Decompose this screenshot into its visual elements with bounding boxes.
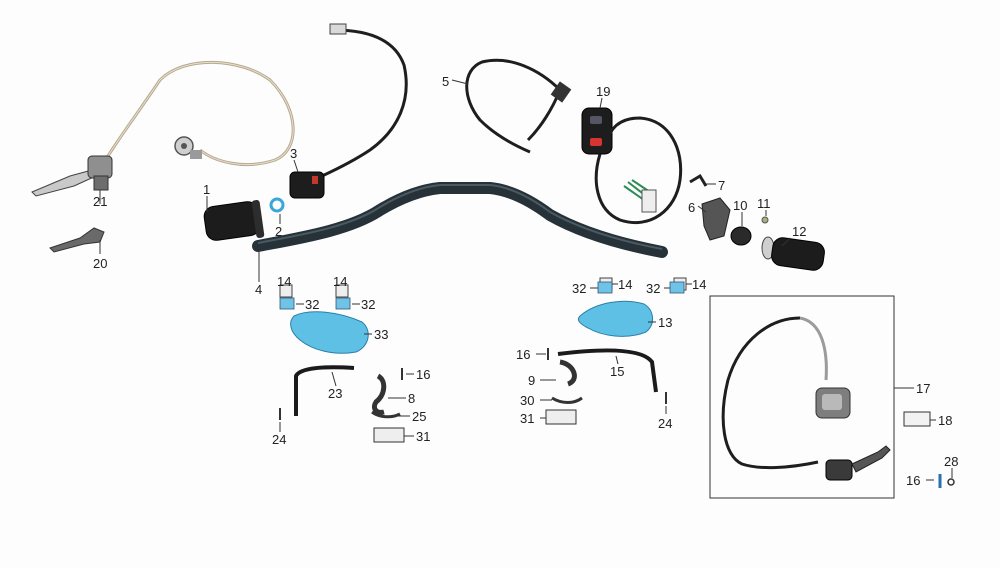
part-labels: 1 2 3 4 5 19 7 6 10 11 12 21 20 14 14 32… — [93, 74, 958, 488]
right-clamp-31 — [545, 409, 577, 425]
part-label: 30 — [520, 393, 534, 408]
harness-connector-top — [329, 23, 347, 35]
connector-part-7 — [689, 173, 708, 187]
part-label: 5 — [442, 74, 449, 89]
part-label: 4 — [255, 282, 262, 297]
spacer-32-d — [669, 281, 685, 294]
spacer-32-a — [279, 297, 295, 310]
part-label: 20 — [93, 256, 107, 271]
left-clamp-25 — [371, 410, 401, 419]
brake-hose-silver — [799, 316, 828, 381]
harness-connector-white — [641, 189, 657, 213]
part-label: 8 — [408, 391, 415, 406]
part-label: 24 — [272, 432, 286, 447]
part-label: 14 — [277, 274, 291, 289]
part-label: 6 — [688, 200, 695, 215]
left-handguard-bar — [294, 365, 355, 416]
brake-hose — [721, 316, 819, 470]
part-label: 32 — [305, 297, 319, 312]
part-label: 16 — [416, 367, 430, 382]
right-handguard-bar — [557, 348, 658, 393]
spacer-32-b — [335, 297, 351, 310]
washer — [269, 197, 285, 213]
subassembly-box — [709, 295, 895, 499]
part-label: 21 — [93, 194, 107, 209]
washer-28 — [947, 478, 955, 486]
part-label: 32 — [646, 281, 660, 296]
part-label: 32 — [361, 297, 375, 312]
clamp-part-14-a — [279, 284, 293, 298]
harness-part-5 — [465, 58, 562, 154]
part-label: 3 — [290, 146, 297, 161]
right-handguard-shell — [577, 300, 653, 337]
part-label: 32 — [572, 281, 586, 296]
left-bracket-8 — [371, 373, 387, 415]
left-switch-housing — [289, 171, 325, 199]
part-label: 9 — [528, 373, 535, 388]
lever-part-20 — [49, 227, 105, 253]
part-label: 16 — [906, 473, 920, 488]
switch-harness — [321, 28, 408, 178]
handlebar-highlight — [257, 184, 663, 250]
left-grip-flange — [251, 200, 265, 238]
part-label: 19 — [596, 84, 610, 99]
clutch-cable-core — [95, 61, 294, 177]
kill-switch-harness — [594, 116, 683, 225]
brake-caliper — [815, 387, 851, 419]
part-label: 16 — [516, 347, 530, 362]
part-label: 12 — [792, 224, 806, 239]
part-label: 14 — [333, 274, 347, 289]
part-label: 13 — [658, 315, 672, 330]
leader-lines — [99, 79, 953, 481]
handlebar — [252, 182, 668, 258]
clutch-switch — [174, 136, 202, 159]
left-clamp-31 — [373, 427, 405, 443]
part-label: 15 — [610, 364, 624, 379]
clamp-part-14-b — [335, 284, 349, 298]
right-bracket-9 — [559, 359, 577, 387]
throttle-collar — [730, 226, 752, 246]
kill-switch — [581, 107, 613, 155]
harness-connector-5 — [550, 81, 572, 103]
part-label: 11 — [757, 196, 771, 211]
part-label: 24 — [658, 416, 672, 431]
right-clamp-30 — [551, 396, 583, 404]
left-handguard-shell — [290, 311, 369, 354]
part-label: 23 — [328, 386, 342, 401]
part-label: 1 — [203, 182, 210, 197]
throttle-housing — [701, 197, 731, 241]
part-label: 25 — [412, 409, 426, 424]
part-label: 14 — [692, 277, 706, 292]
part-label: 2 — [275, 224, 282, 239]
part-label: 33 — [374, 327, 388, 342]
part-label: 14 — [618, 277, 632, 292]
part-label: 31 — [416, 429, 430, 444]
spacer-32-c — [597, 281, 613, 294]
clamp-part-18 — [903, 411, 931, 427]
brake-master-cylinder — [825, 445, 891, 481]
part-label: 17 — [916, 381, 930, 396]
part-label: 31 — [520, 411, 534, 426]
clutch-lever-assembly — [31, 155, 113, 197]
right-grip — [771, 237, 825, 271]
part-label: 28 — [944, 454, 958, 469]
part-label: 18 — [938, 413, 952, 428]
part-label: 7 — [718, 178, 725, 193]
small-nut — [761, 216, 769, 224]
part-label: 10 — [733, 198, 747, 213]
